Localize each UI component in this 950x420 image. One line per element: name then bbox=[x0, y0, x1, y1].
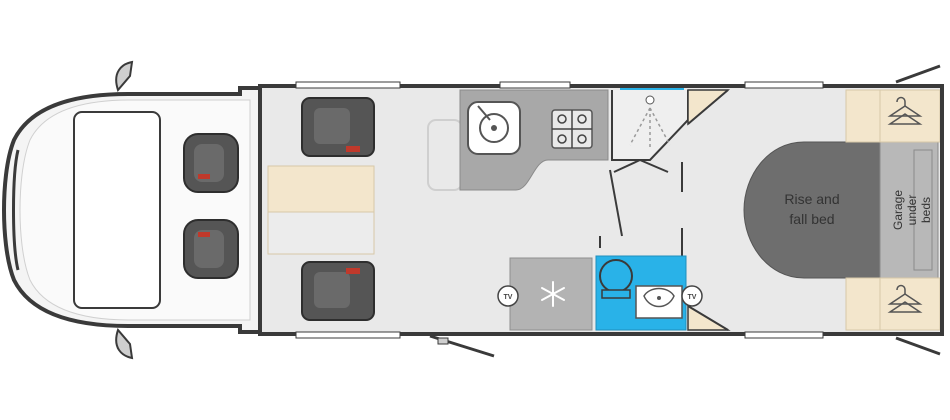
bed-label-line-2: fall bed bbox=[789, 211, 834, 227]
wardrobe-top bbox=[845, 89, 941, 143]
cab bbox=[1, 60, 264, 360]
kitchen bbox=[459, 89, 609, 191]
mirror-right-icon bbox=[115, 328, 134, 360]
shower-spray-icon bbox=[629, 107, 671, 150]
windows bbox=[295, 81, 824, 339]
front-travel-seat bbox=[301, 97, 375, 157]
driver-seat bbox=[183, 133, 239, 193]
basin-icon bbox=[635, 285, 683, 319]
rise-and-fall-bed: Rise and fall bed bbox=[743, 141, 881, 279]
washroom bbox=[595, 255, 687, 331]
toilet-icon bbox=[599, 259, 633, 299]
hob-burners-icon bbox=[551, 109, 593, 149]
garage: Garage under beds bbox=[879, 141, 939, 279]
tv-label: TV bbox=[504, 294, 513, 301]
garage-label-line-3: beds bbox=[919, 197, 933, 223]
tv-icon-washroom: TV bbox=[681, 285, 703, 307]
passenger-seat bbox=[183, 219, 239, 279]
tv-label-2: TV bbox=[688, 294, 697, 301]
sink-icon bbox=[467, 101, 521, 155]
dashboard-windscreen bbox=[73, 111, 161, 309]
partitions bbox=[599, 162, 683, 258]
coat-hanger-icon bbox=[887, 96, 923, 125]
garage-label-line-1: Garage bbox=[891, 190, 905, 230]
tv-icon: TV bbox=[497, 285, 519, 307]
shower bbox=[611, 88, 689, 173]
fridge bbox=[509, 257, 593, 331]
entrance-door bbox=[429, 334, 495, 358]
front-bumper bbox=[12, 149, 20, 271]
lounge bbox=[267, 97, 463, 321]
mirror-left-icon bbox=[115, 60, 134, 92]
bed-label-line-1: Rise and bbox=[784, 191, 839, 207]
coat-hanger-icon-2 bbox=[887, 284, 923, 313]
wardrobe-bottom bbox=[845, 277, 941, 331]
garage-label-line-2: under bbox=[905, 195, 919, 226]
rear-travel-seat bbox=[301, 261, 375, 321]
snowflake-icon bbox=[541, 281, 565, 307]
